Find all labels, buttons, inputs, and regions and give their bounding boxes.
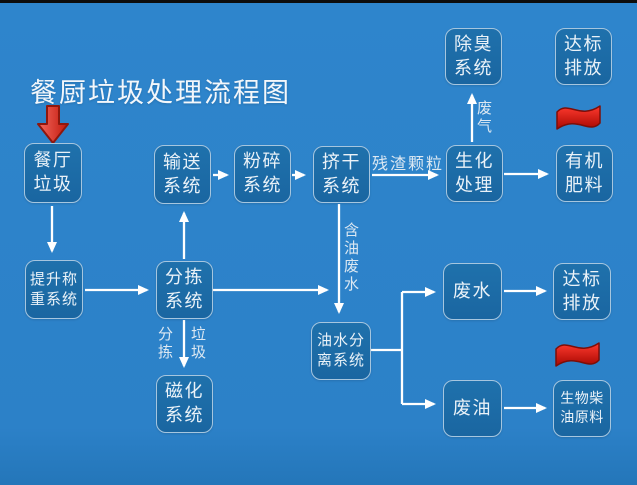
node-deodorizing-system: 除臭 系统 xyxy=(445,28,502,85)
node-waste-water: 废水 xyxy=(443,263,502,320)
node-magnetizing-system: 磁化 系统 xyxy=(156,375,213,433)
page-title: 餐厨垃圾处理流程图 xyxy=(30,78,291,109)
node-lifting-weighing-system: 提升称 重系统 xyxy=(25,260,83,319)
red-down-arrow-icon xyxy=(37,105,69,144)
red-flag-icon xyxy=(556,105,601,130)
edge-label-residue-particles: 残渣颗粒 xyxy=(372,154,445,173)
edge-label-oily-wastewater: 含油废水 xyxy=(342,222,360,294)
node-organic-fertilizer: 有机 肥料 xyxy=(556,145,613,202)
node-biochemical-treatment: 生化 处理 xyxy=(446,145,503,202)
node-waste-oil: 废油 xyxy=(443,380,502,437)
node-discharge-standard-top: 达标 排放 xyxy=(555,28,612,85)
node-crushing-system: 粉碎 系统 xyxy=(234,145,291,203)
edge-label-sorting-out: 分拣 xyxy=(156,326,174,362)
node-biodiesel-material: 生物柴 油原料 xyxy=(553,380,611,437)
edge-label-waste-gas: 废气 xyxy=(475,100,493,136)
node-squeezing-system: 挤干 系统 xyxy=(313,146,370,203)
node-oil-water-separation-system: 油水分 离系统 xyxy=(311,322,371,380)
red-flag-icon xyxy=(555,342,600,367)
node-conveying-system: 输送 系统 xyxy=(154,145,211,204)
node-discharge-standard-bottom: 达标 排放 xyxy=(553,263,611,320)
edge-label-garbage: 垃圾 xyxy=(189,326,207,362)
node-restaurant-waste: 餐厅 垃圾 xyxy=(24,143,82,203)
node-sorting-system: 分拣 系统 xyxy=(156,261,213,319)
